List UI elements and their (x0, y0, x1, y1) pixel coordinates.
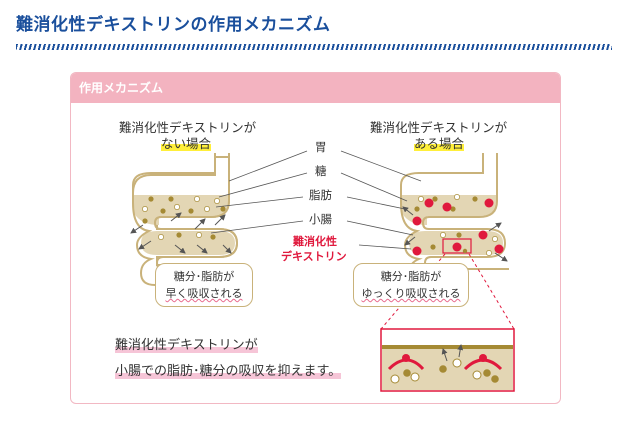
label-small-intestine: 小腸 (309, 212, 332, 226)
zoom-region-box (442, 238, 472, 254)
label-dextrin-line2: デキストリン (281, 250, 347, 263)
label-fat: 脂肪 (309, 188, 332, 202)
right-result-bubble: 糖分･脂肪が ゆっくり吸収される (353, 263, 469, 307)
left-heading-highlight: ない場合 (161, 136, 212, 151)
left-particles (142, 196, 226, 240)
left-bubble-line2: 早く吸収される (165, 287, 243, 300)
left-absorption-arrows (130, 212, 232, 254)
leader-lines (210, 150, 422, 250)
label-stomach: 胃 (315, 140, 327, 154)
left-bubble-line1: 糖分･脂肪が (173, 270, 235, 283)
right-bubble-line2: ゆっくり吸収される (361, 287, 461, 300)
magnified-inset (380, 328, 515, 392)
summary-line1: 難消化性デキストリンが (115, 338, 258, 353)
mechanism-card: 作用メカニズム 難消化性デキストリンが ない場合 難消化性デキストリンが ある場… (70, 72, 561, 404)
right-absorption-arrows (402, 206, 508, 262)
page-title: 難消化性デキストリンの作用メカニズム (16, 15, 331, 35)
left-result-bubble: 糖分･脂肪が 早く吸収される (155, 263, 253, 307)
summary-text: 難消化性デキストリンが 小腸での脂肪･糖分の吸収を抑えます。 (115, 333, 342, 385)
left-heading-line2: ない場合 (161, 133, 212, 152)
digestion-diagram (130, 150, 515, 392)
right-particles (412, 194, 504, 256)
right-bubble-line1: 糖分･脂肪が (380, 270, 442, 283)
right-heading-line2: ある場合 (414, 133, 465, 152)
right-heading-highlight: ある場合 (414, 136, 465, 151)
summary-line2: 小腸での脂肪･糖分の吸収を抑えます。 (115, 364, 342, 379)
right-heading-line1: 難消化性デキストリンが (370, 120, 508, 135)
title-divider (16, 44, 612, 50)
left-heading-line1: 難消化性デキストリンが (119, 120, 257, 135)
card-header: 作用メカニズム (71, 73, 560, 103)
label-sugar: 糖 (315, 164, 327, 178)
label-dextrin-line1: 難消化性 (293, 235, 337, 248)
